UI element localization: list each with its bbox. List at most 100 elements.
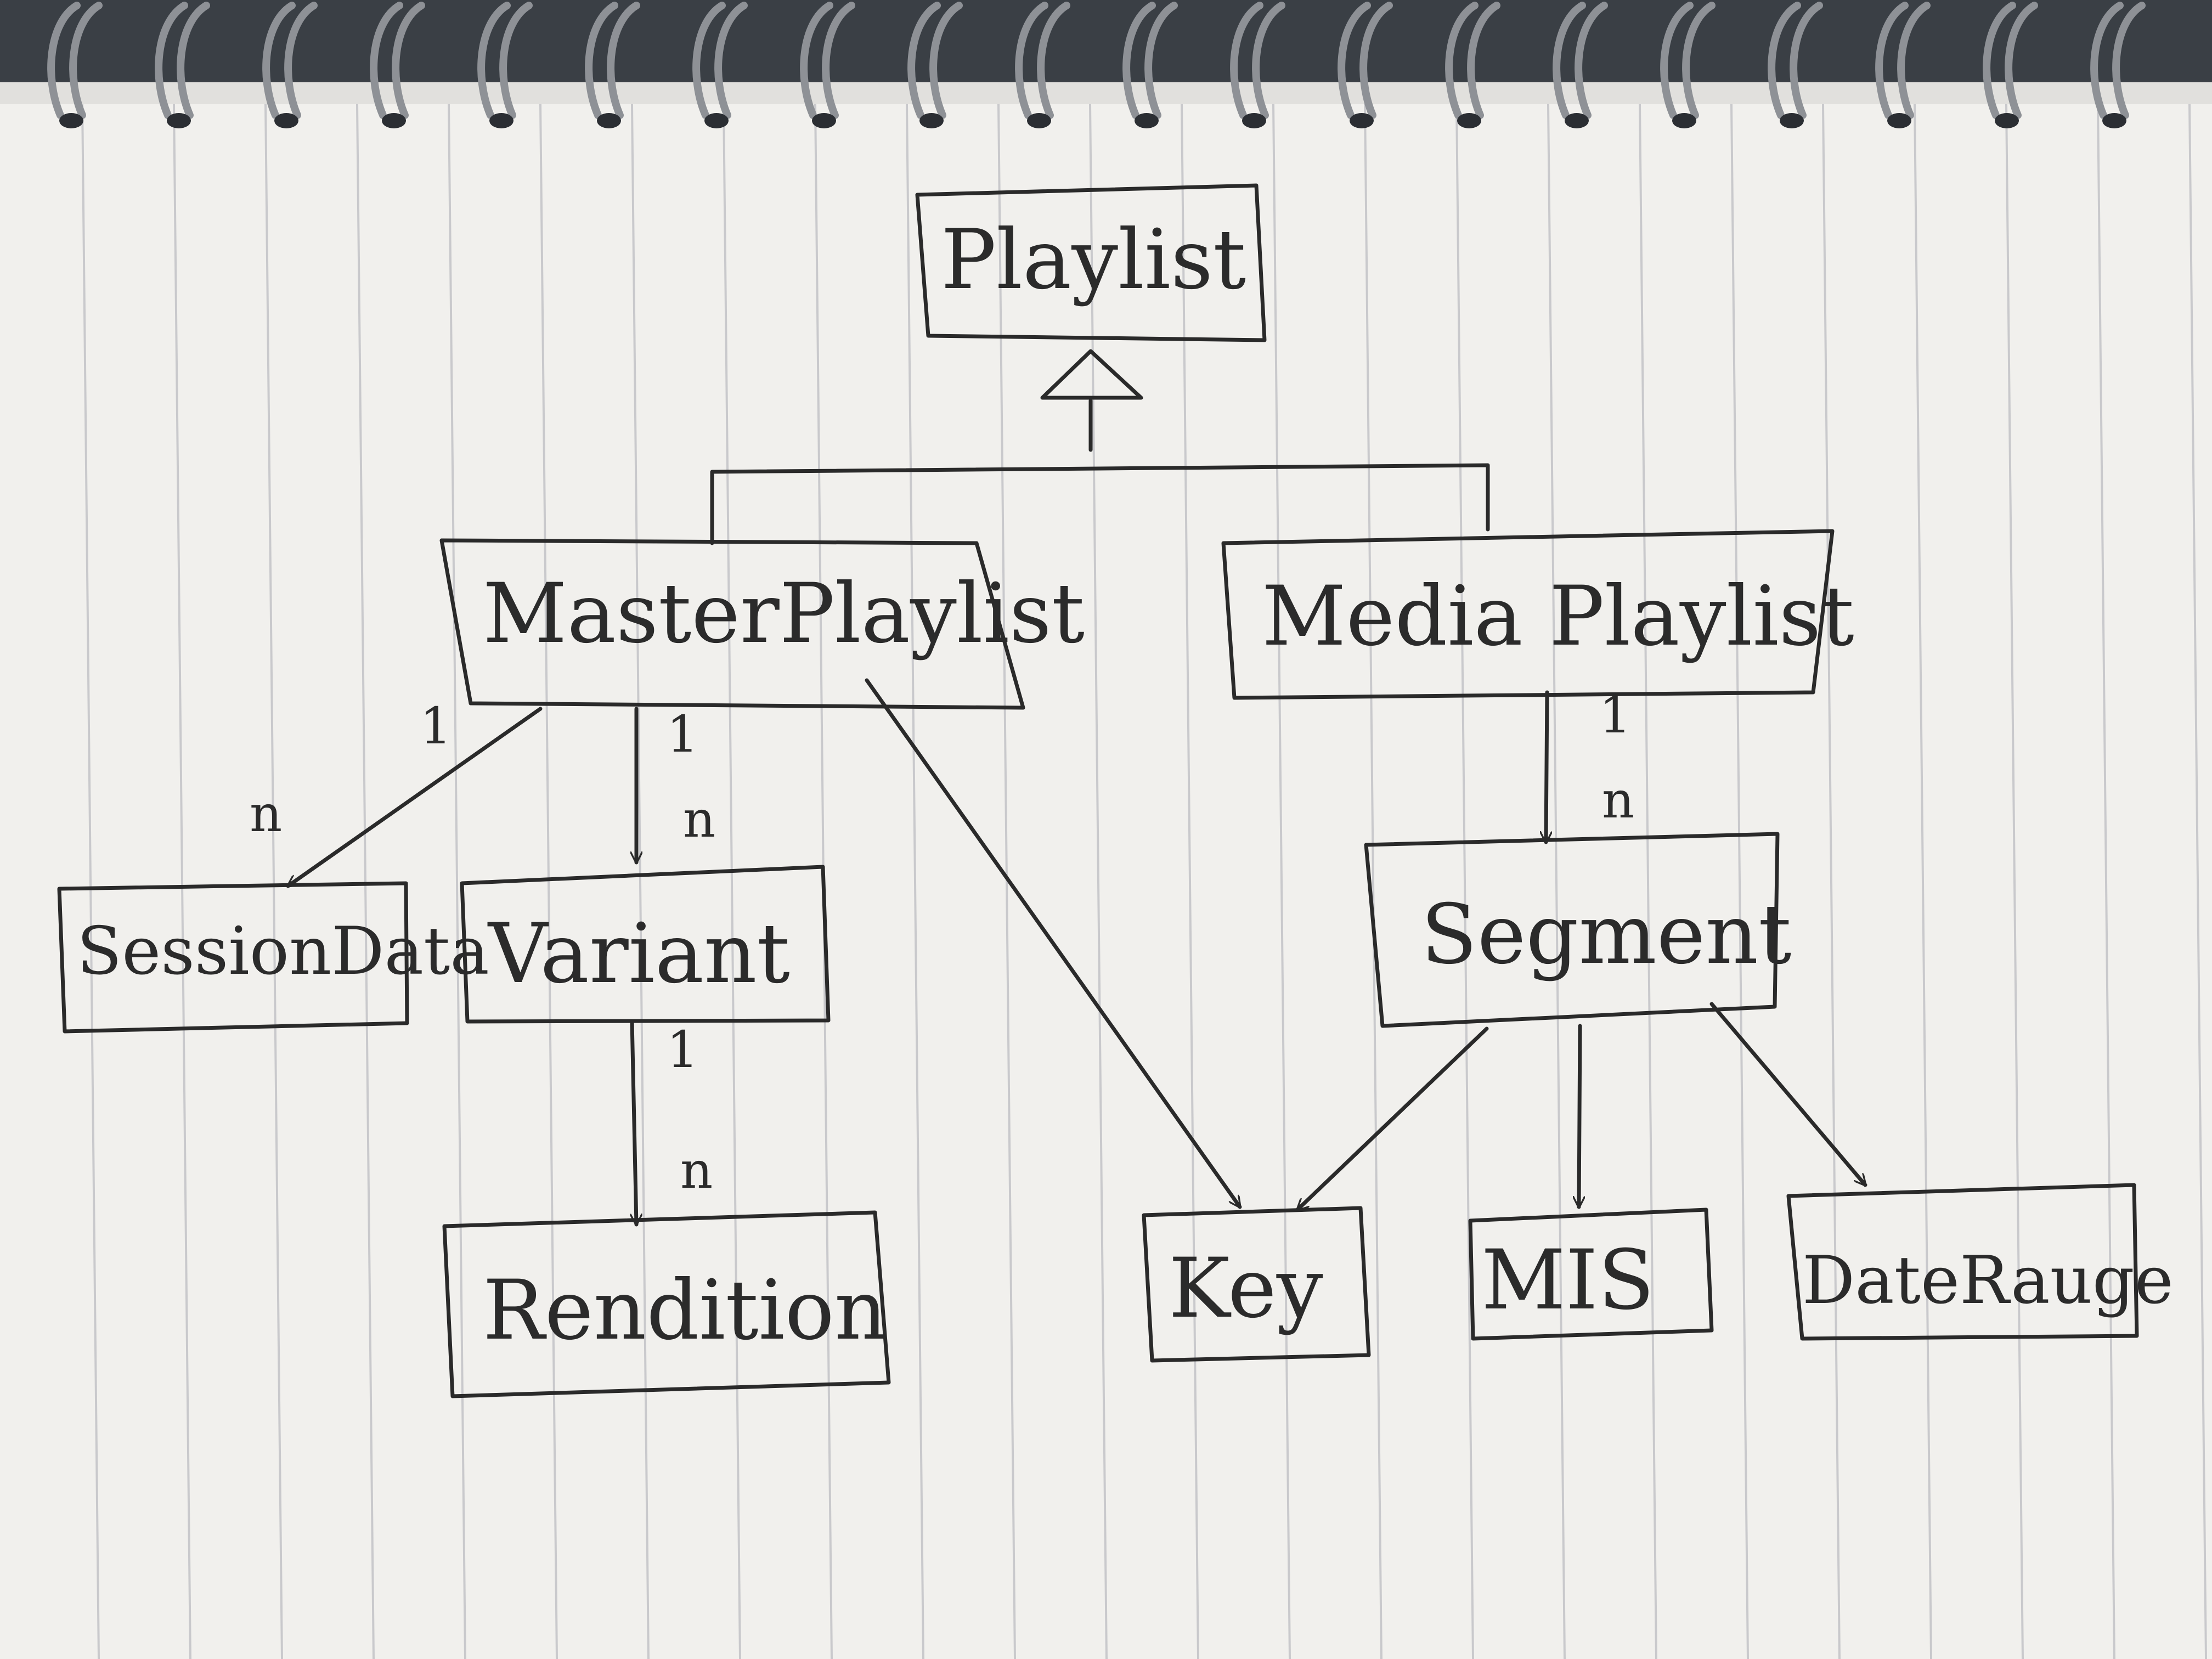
- node-mis: MIS: [1468, 1207, 1714, 1341]
- node-playlist-label: Playlist: [941, 212, 1246, 308]
- spiral-ring: [800, 2, 855, 119]
- spiral-ring: [370, 2, 425, 119]
- node-mis-label: MIS: [1481, 1233, 1655, 1328]
- mult-master-variant-to: n: [683, 790, 715, 849]
- edge-segment-key: [1297, 1026, 1489, 1210]
- edge-media-segment: [1546, 690, 1547, 844]
- ruled-line: [1639, 104, 1657, 1659]
- spiral-ring: [1768, 2, 1823, 119]
- ruled-line: [631, 104, 650, 1659]
- ring-hole: [1887, 113, 1911, 128]
- mult-variant-rendition-from: 1: [667, 1020, 699, 1079]
- ring-hole: [1027, 113, 1051, 128]
- ruled-line: [539, 104, 558, 1659]
- spiral-ring: [262, 2, 318, 119]
- mult-master-session-from: 1: [420, 697, 452, 755]
- node-segment-label: Segment: [1421, 887, 1791, 983]
- spiral-binding: [47, 2, 2146, 128]
- node-rendition: Rendition: [442, 1210, 891, 1398]
- node-variant-label: Variant: [487, 906, 790, 1002]
- ring-hole: [59, 113, 83, 128]
- spiral-ring: [155, 2, 210, 119]
- spiral-ring: [585, 2, 640, 119]
- ring-hole: [812, 113, 836, 128]
- edge-segment-daterange: [1709, 1002, 1865, 1185]
- mult-master-variant-from: 1: [667, 705, 699, 764]
- node-media-playlist: Media Playlist: [1221, 529, 1854, 700]
- node-rendition-label: Rendition: [483, 1263, 887, 1358]
- ruled-line: [173, 104, 191, 1659]
- node-segment: Segment: [1364, 832, 1791, 1028]
- spiral-ring: [1983, 2, 2038, 119]
- ruled-line: [356, 104, 375, 1659]
- ruled-line: [1089, 104, 1108, 1659]
- node-date-range-label: DateRauge: [1802, 1243, 2174, 1319]
- ring-hole: [919, 113, 944, 128]
- ring-hole: [1457, 113, 1481, 128]
- spiral-ring: [1338, 2, 1393, 119]
- ruled-line: [1272, 104, 1291, 1659]
- spiral-ring: [477, 2, 533, 119]
- spiral-ring: [47, 2, 103, 119]
- spiral-ring: [1445, 2, 1500, 119]
- notebook-page: [0, 82, 2212, 1659]
- node-playlist: Playlist: [915, 183, 1267, 342]
- spiral-ring: [1015, 2, 1070, 119]
- ruled-line: [906, 104, 924, 1659]
- ruled-line: [1181, 104, 1199, 1659]
- node-date-range: DateRauge: [1786, 1183, 2174, 1341]
- node-key-label: Key: [1169, 1241, 1323, 1336]
- spiral-ring: [692, 2, 748, 119]
- mult-master-session-to: n: [250, 785, 282, 843]
- inheritance-connector: [710, 349, 1490, 545]
- ruled-line: [1914, 104, 1932, 1659]
- spiral-ring: [1553, 2, 1608, 119]
- inheritance-triangle-icon: [1040, 349, 1143, 400]
- node-variant: Variant: [460, 865, 831, 1024]
- ring-hole: [274, 113, 298, 128]
- ring-hole: [704, 113, 729, 128]
- ruled-line: [2188, 104, 2207, 1659]
- ring-hole: [1995, 113, 2019, 128]
- node-media-playlist-label: Media Playlist: [1262, 569, 1854, 664]
- ruled-line: [1822, 104, 1841, 1659]
- page-top-shadow: [0, 82, 2212, 104]
- ruled-line: [2097, 104, 2115, 1659]
- node-session-data: SessionData: [57, 881, 489, 1034]
- ruled-line: [1730, 104, 1749, 1659]
- edge-master-key: [865, 678, 1242, 1207]
- mult-media-segment-to: n: [1602, 771, 1634, 830]
- ruled-lines: [81, 104, 2207, 1659]
- spiral-ring: [1875, 2, 1931, 119]
- spiral-ring: [2090, 2, 2146, 119]
- multiplicity-labels: 1 n 1 n 1 n 1 n: [250, 686, 1634, 1200]
- ring-hole: [597, 113, 621, 128]
- ring-hole: [1565, 113, 1589, 128]
- ring-hole: [1672, 113, 1696, 128]
- ruled-line: [264, 104, 283, 1659]
- ruled-line: [997, 104, 1016, 1659]
- spiral-ring: [1122, 2, 1178, 119]
- spiral-ring: [1660, 2, 1716, 119]
- ruled-line: [81, 104, 100, 1659]
- edge-segment-mis: [1579, 1024, 1580, 1209]
- spiral-ring: [907, 2, 963, 119]
- node-master-playlist-label: MasterPlaylist: [483, 566, 1085, 662]
- mult-media-segment-from: 1: [1599, 686, 1632, 744]
- ring-hole: [167, 113, 191, 128]
- ruled-line: [1455, 104, 1474, 1659]
- node-master-playlist: MasterPlaylist: [439, 538, 1085, 710]
- edge-master-session: [288, 707, 543, 888]
- node-session-data-label: SessionData: [77, 913, 489, 990]
- ring-hole: [1242, 113, 1266, 128]
- ruled-line: [723, 104, 741, 1659]
- ring-hole: [382, 113, 406, 128]
- mult-variant-rendition-to: n: [680, 1141, 713, 1200]
- ruled-line: [448, 104, 466, 1659]
- spiral-ring: [1230, 2, 1285, 119]
- ruled-line: [2005, 104, 2024, 1659]
- ring-hole: [489, 113, 514, 128]
- ring-hole: [2102, 113, 2126, 128]
- ruled-line: [1547, 104, 1566, 1659]
